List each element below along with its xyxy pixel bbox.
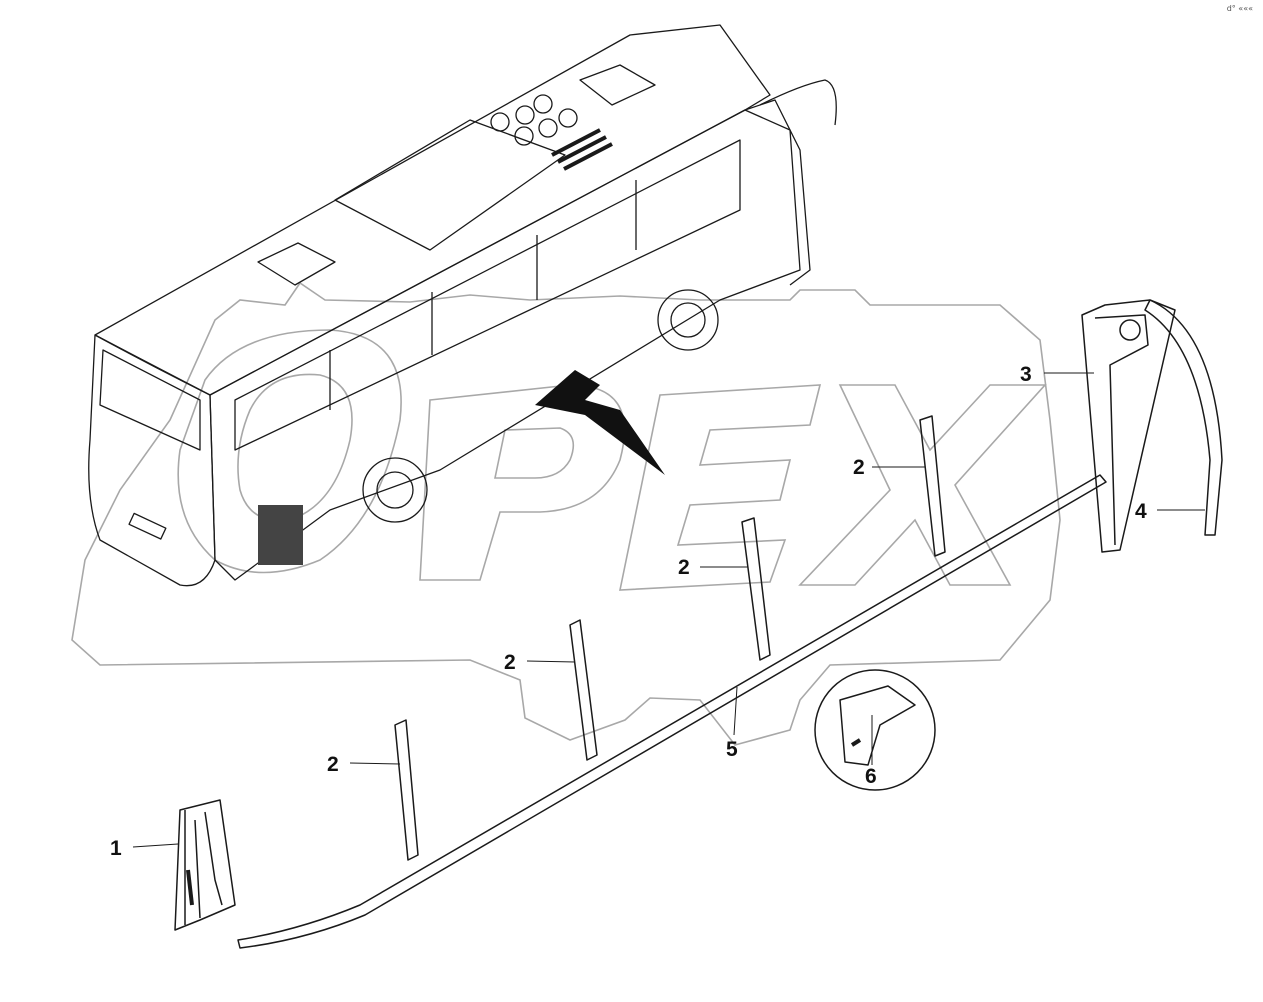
callout-6: 6 xyxy=(865,765,877,788)
part-6-bracket-edge xyxy=(850,738,862,747)
watermark-letter-e xyxy=(619,384,822,591)
part-3-hole xyxy=(1119,319,1141,341)
roof-fan-5 xyxy=(538,118,558,138)
bus-side-windows xyxy=(234,139,741,451)
part-3-inner xyxy=(1094,314,1149,546)
part-1-rear-corner-pillar xyxy=(174,799,236,931)
callout-1: 1 xyxy=(110,837,122,860)
part-2-pillar-4 xyxy=(919,415,946,557)
leader-2a xyxy=(349,762,401,765)
bus-mirror xyxy=(759,79,837,126)
watermark-gear-outline xyxy=(71,281,1061,746)
roof-fan-4 xyxy=(514,126,534,146)
callout-5: 5 xyxy=(726,738,738,761)
roof-fan-1 xyxy=(490,112,510,132)
roof-fan-2 xyxy=(515,105,535,125)
corner-mark: d° ««« xyxy=(1226,4,1253,13)
bus-front xyxy=(744,99,811,286)
bus-roof-vent-rear xyxy=(257,242,336,286)
callout-2-b: 2 xyxy=(504,651,516,674)
part-1-outline xyxy=(174,799,236,931)
watermark-letter-o xyxy=(177,329,402,574)
callout-3: 3 xyxy=(1020,363,1032,386)
watermark-letter-p xyxy=(419,384,626,581)
callout-2-a: 2 xyxy=(327,753,339,776)
bus-rear-wheel-hub xyxy=(376,471,414,509)
leader-2b xyxy=(526,660,576,663)
leader-1 xyxy=(132,843,179,848)
part-6-detail-callout xyxy=(814,669,936,791)
direction-arrow xyxy=(535,370,665,475)
part-4-front-arch xyxy=(1144,299,1223,536)
bus-roof-ac-unit xyxy=(334,119,566,251)
part-3-outer xyxy=(1081,299,1176,553)
part-2-pillar-1 xyxy=(394,719,419,861)
callout-4: 4 xyxy=(1135,500,1147,523)
bus-rear xyxy=(88,334,216,587)
bus-rear-wheel xyxy=(362,457,428,523)
bus-outline xyxy=(88,24,837,587)
callout-2-d: 2 xyxy=(853,456,865,479)
leader-lines xyxy=(132,372,1205,848)
part-5-lower-sill-rail xyxy=(237,474,1107,949)
part-3-front-door-frame xyxy=(1081,299,1176,553)
part-2-pillar-2 xyxy=(569,619,598,761)
part-2-pillar-3 xyxy=(741,517,771,661)
bus-rear-window xyxy=(99,349,201,451)
part-1-shading xyxy=(186,869,194,906)
detail-circle xyxy=(814,669,936,791)
parts xyxy=(174,299,1223,949)
part-6-bracket xyxy=(839,685,916,766)
bus-front-wheel-hub xyxy=(670,302,706,338)
roof-fan-3 xyxy=(533,94,553,114)
bus-front-wheel xyxy=(657,289,719,351)
watermark-letter-x xyxy=(798,384,1047,586)
bus-number-plate xyxy=(128,512,167,540)
roof-grille xyxy=(551,128,613,171)
bus-roof-vent-front xyxy=(579,64,656,106)
part-1-inner-face xyxy=(184,810,223,925)
callout-2-c: 2 xyxy=(678,556,690,579)
watermark xyxy=(71,281,1061,746)
bus-engine-grille xyxy=(258,505,303,565)
leader-5 xyxy=(733,686,738,736)
roof-fan-6 xyxy=(558,108,578,128)
